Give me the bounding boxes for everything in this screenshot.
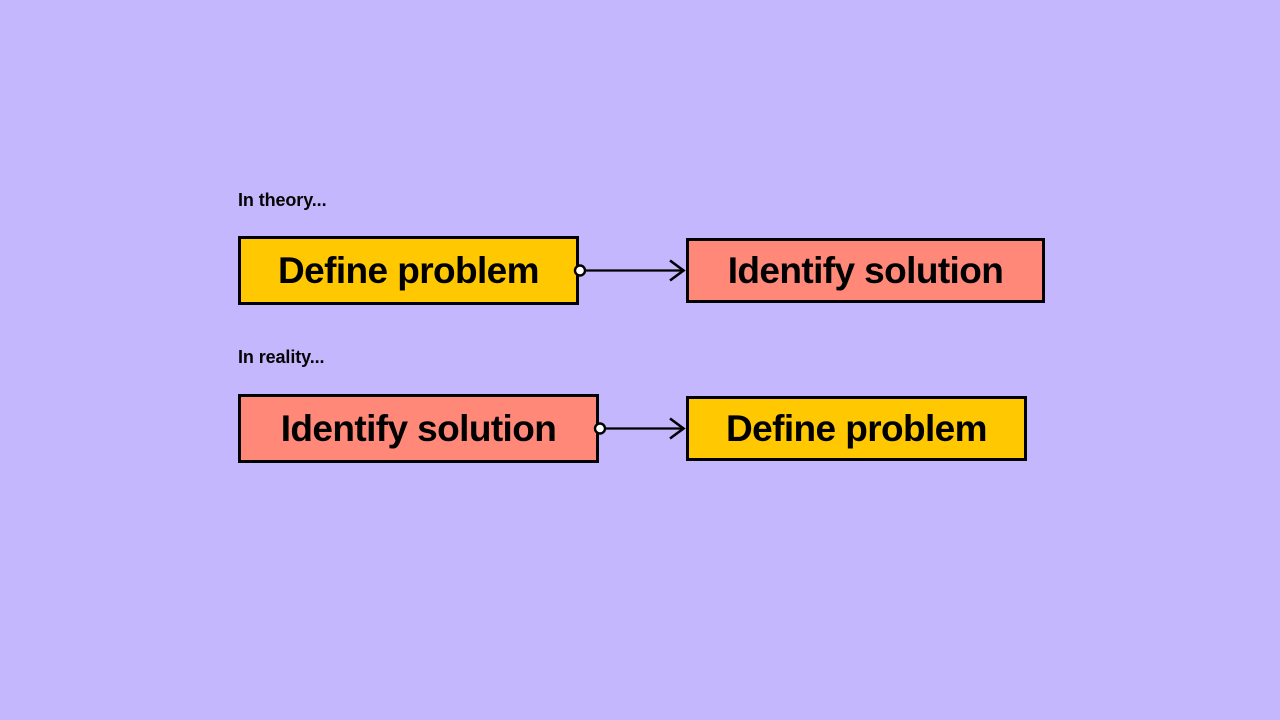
node-theory-identify-solution[interactable]: Identify solution (686, 238, 1045, 303)
node-reality-identify-solution-label: Identify solution (280, 408, 557, 449)
connector-theory (573, 259, 686, 282)
connector-reality-source-circle-icon (593, 422, 607, 435)
row-label-in-theory: In theory... (238, 190, 327, 210)
node-theory-define-problem[interactable]: Define problem (238, 236, 579, 305)
node-reality-define-problem-label: Define problem (726, 408, 988, 449)
row-label-in-reality: In reality... (238, 347, 325, 367)
connector-reality-arrowhead-icon (669, 417, 686, 440)
connector-reality (593, 417, 686, 440)
connector-theory-arrowhead-icon (669, 259, 686, 282)
node-reality-define-problem[interactable]: Define problem (686, 396, 1027, 461)
connector-theory-source-circle-icon (573, 264, 587, 277)
node-reality-identify-solution[interactable]: Identify solution (238, 394, 599, 463)
node-theory-identify-solution-label: Identify solution (727, 250, 1004, 291)
node-theory-define-problem-label: Define problem (278, 250, 540, 291)
